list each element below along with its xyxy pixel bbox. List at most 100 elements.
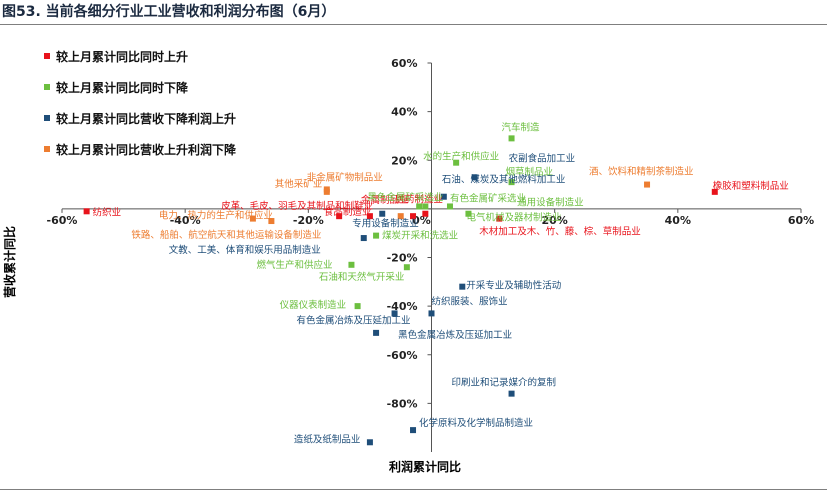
bottom-rule — [0, 489, 827, 490]
legend-entry: 较上月累计同比同时上升 — [56, 49, 188, 64]
figure-title: 图53. 当前各细分行业工业营收和利润分布图（6月） — [2, 4, 336, 20]
point-label: 电力、热力的生产和供应业 — [159, 210, 273, 222]
data-point — [446, 203, 453, 210]
point-label: 汽车制造 — [502, 121, 541, 133]
point-label: 医药制造业 — [395, 194, 443, 206]
data-point — [496, 215, 503, 222]
point-label: 化学原料及化学制品制造业 — [419, 417, 533, 429]
point-label: 铁路、船舶、航空航天和其他运输设备制造业 — [131, 229, 321, 241]
point-label: 文教、工美、体育和娱乐用品制造业 — [169, 244, 321, 256]
legend: 较上月累计同比同时上升较上月累计同比同时下降较上月累计同比营收下降利润上升较上月… — [44, 49, 237, 157]
point-label: 燃气生产和供应业 — [256, 259, 332, 271]
point-label: 黑色金属冶炼及压延加工业 — [398, 329, 512, 341]
data-point — [453, 159, 460, 166]
point-label: 橡胶和塑料制品业 — [713, 180, 789, 192]
point-label: 有色金属冶炼及压延加工业 — [297, 314, 411, 326]
data-point — [348, 261, 355, 268]
y-tick-label: -20% — [387, 252, 418, 265]
point-label: 水的生产和供应业 — [423, 151, 499, 163]
data-point — [422, 210, 429, 217]
data-point — [508, 179, 515, 186]
y-tick-label: 40% — [391, 106, 417, 119]
x-tick-label: -20% — [293, 214, 324, 227]
point-label: 石油和天然气开采业 — [319, 271, 405, 283]
point-label: 造纸及纸制品业 — [294, 433, 361, 445]
data-point — [366, 439, 373, 446]
data-point — [471, 174, 478, 181]
data-point — [268, 218, 275, 225]
point-label: 农副食品加工业 — [509, 152, 576, 164]
data-point — [391, 310, 398, 317]
data-point — [410, 213, 417, 220]
data-point — [397, 213, 404, 220]
y-tick-label: 20% — [391, 154, 417, 167]
data-point — [428, 310, 435, 317]
point-label: 开采专业及辅助性活动 — [466, 280, 561, 292]
y-axis-title: 利润累计同比 — [389, 459, 461, 474]
point-label: 金属制品业 — [361, 194, 409, 206]
scatter-chart: -60% -40% -20% 0% 20% 40% 60% 60% 40% 20% -20% -40%… — [2, 49, 814, 474]
legend-marker — [44, 146, 50, 152]
data-point — [644, 181, 651, 188]
data-point — [323, 188, 330, 195]
point-label: 电气机械及器材制造业 — [466, 212, 561, 224]
data-point — [373, 232, 380, 239]
point-label: 通用设备制造业 — [517, 196, 584, 208]
point-label: 酒、饮料和精制茶制造业 — [589, 166, 694, 178]
legend-marker — [44, 115, 50, 121]
point-label: 纺织服装、服饰业 — [432, 295, 508, 307]
point-label: 烟草制品业 — [506, 166, 554, 178]
x-tick-label: -60% — [47, 214, 78, 227]
point-label: 有色金属矿采选业 — [450, 192, 526, 204]
data-point — [403, 264, 410, 271]
point-label: 仪器仪表制造业 — [280, 299, 347, 311]
data-point — [508, 390, 515, 397]
marks — [83, 135, 718, 446]
y-tick-label: -80% — [387, 397, 418, 410]
data-point — [379, 210, 386, 217]
x-tick-label: -40% — [170, 214, 201, 227]
legend-entry: 较上月累计同比营收上升利润下降 — [56, 142, 237, 157]
point-label: 纺织业 — [93, 206, 122, 218]
data-point — [249, 215, 256, 222]
point-label: 石油、煤炭及其他燃料加工业 — [442, 174, 566, 186]
data-point — [410, 427, 417, 434]
legend-entry: 较上月累计同比营收下降利润上升 — [56, 111, 236, 126]
x-tick-label: 40% — [665, 214, 691, 227]
data-point — [422, 203, 429, 210]
data-point — [336, 213, 343, 220]
point-label: 皮革、毛皮、羽毛及其制品和制鞋业 — [221, 200, 373, 212]
legend-marker — [44, 53, 50, 59]
point-label: 黑色金属矿采选业 — [367, 191, 443, 203]
data-point — [366, 213, 373, 220]
axes: -60% -40% -20% 0% 20% 40% 60% 60% 40% 20% -20% -40%… — [47, 57, 814, 452]
legend-entry: 较上月累计同比同时下降 — [56, 80, 189, 95]
y-tick-label: 60% — [391, 57, 417, 70]
point-label: 煤炭开采和洗选业 — [382, 230, 458, 242]
x-tick-label: 0% — [412, 214, 431, 227]
data-point — [354, 303, 361, 310]
data-point — [360, 235, 367, 242]
top-rule — [0, 24, 827, 25]
x-axis-title: 营收累计同比 — [2, 226, 17, 298]
y-tick-label: -60% — [387, 349, 418, 362]
data-point — [459, 283, 466, 290]
data-point — [711, 188, 718, 195]
y-tick-label: -40% — [387, 300, 418, 313]
data-point — [508, 135, 515, 142]
data-point — [440, 193, 447, 200]
point-label: 木材加工及木、竹、藤、棕、草制品业 — [479, 226, 641, 238]
x-tick-label: 20% — [541, 214, 567, 227]
data-point — [83, 208, 90, 215]
point-label: 其他采矿业 — [275, 178, 323, 190]
point-label: 食品制造业 — [324, 206, 372, 218]
data-point — [416, 203, 423, 210]
point-label: 非金属矿物制品业 — [307, 171, 383, 183]
x-tick-label: 60% — [788, 214, 814, 227]
legend-marker — [44, 84, 50, 90]
data-point — [373, 329, 380, 336]
data-point — [465, 210, 472, 217]
point-label: 印刷业和记录媒介的复制 — [452, 377, 557, 389]
point-label: 专用设备制造业 — [352, 218, 419, 230]
